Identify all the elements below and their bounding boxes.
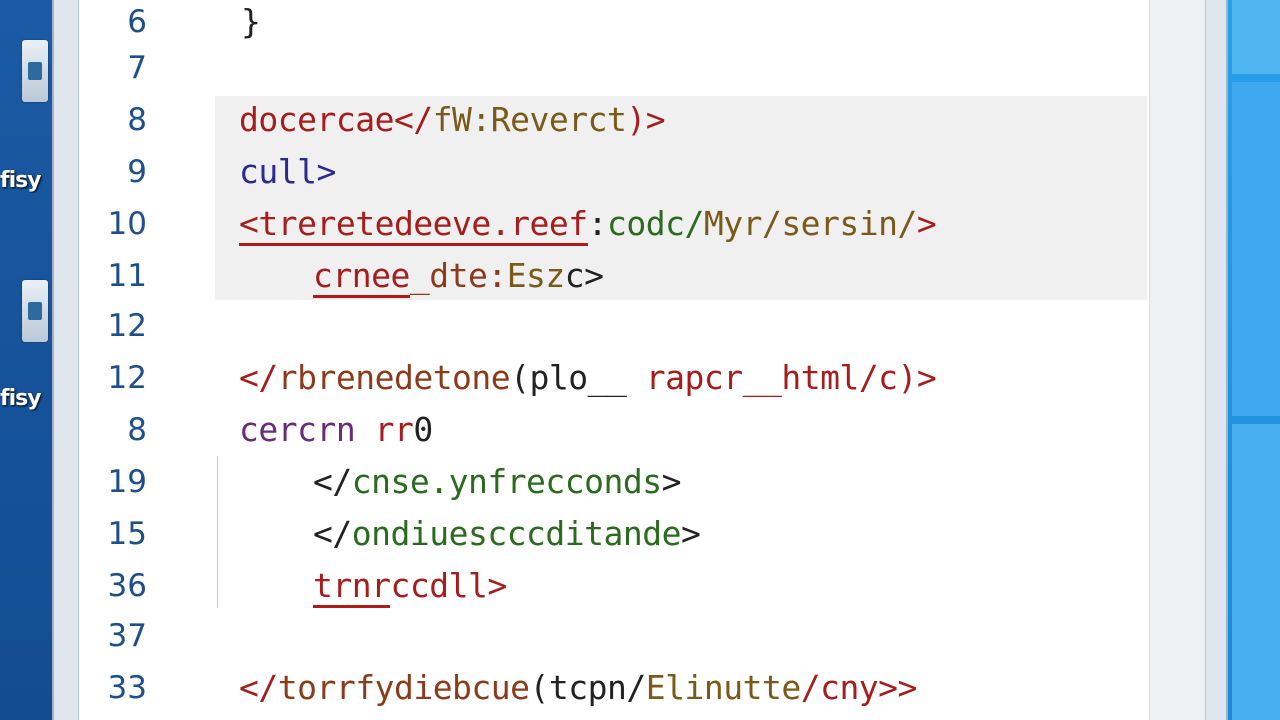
code-text: <treretedeeve.reef:codc/Myr/sersin/> (239, 202, 937, 246)
desktop-shortcut-1[interactable]: fisy (0, 40, 52, 193)
code-text: </rbrenedetone(plo__ rapcr__html/c)> (239, 356, 937, 400)
code-token: <treretedeeve.reef (239, 204, 588, 246)
line-number: 19 (107, 464, 147, 500)
code-token: > (681, 514, 701, 553)
code-token: c> (564, 256, 604, 295)
shortcut-label: fisy (0, 386, 42, 411)
line-number: 33 (107, 670, 147, 706)
code-token: _dte: (409, 256, 507, 295)
line-number: 6 (127, 4, 147, 40)
code-token: html/c)> (781, 358, 937, 397)
line-number: 12 (107, 360, 147, 396)
code-token: ccdll> (390, 566, 507, 605)
code-line[interactable]: 8 cercrn rr0 (79, 408, 1151, 460)
code-text: } (241, 0, 261, 44)
code-token: (tcpn/ (529, 668, 647, 707)
windows-logo-pane-icon (1232, 0, 1280, 74)
line-number: 37 (107, 618, 147, 654)
shortcut-tile-icon (22, 280, 48, 342)
code-text: crnee_dte:Eszc> (313, 254, 604, 298)
code-token: Myr/sersin/ (703, 204, 918, 243)
code-line[interactable]: 6} (79, 0, 1151, 52)
line-number: 36 (107, 568, 147, 604)
code-token: codc/ (607, 204, 704, 243)
code-token: (plo__ (510, 358, 627, 397)
code-token: trnr (313, 566, 391, 608)
desktop-shortcut-2[interactable]: fisy (0, 280, 52, 411)
code-token: )> (626, 100, 666, 139)
vertical-scrollbar[interactable] (1149, 0, 1205, 720)
code-token: > (661, 462, 682, 501)
code-line[interactable]: 12 </rbrenedetone(plo__ rapcr__html/c)> (79, 356, 1151, 408)
code-token: rbrenedetone (277, 358, 511, 397)
line-number: 15 (107, 516, 147, 552)
desktop-left-area: fisy fisy (0, 0, 52, 720)
line-number: 8 (127, 412, 147, 448)
code-text: </cnse.ynfrecconds> (313, 460, 682, 504)
code-text: cull> (239, 150, 336, 194)
code-line[interactable]: 36 trnrccdll> (79, 564, 1151, 616)
windows-logo-pane-icon (1232, 424, 1280, 720)
code-token: </ (239, 668, 278, 707)
selection-highlight (215, 96, 1147, 300)
code-token: docercae</ (239, 100, 433, 139)
code-token: fW:Reverct (432, 100, 627, 139)
indent-guide (217, 456, 218, 608)
code-token: > (916, 204, 937, 243)
code-line[interactable]: 8 docercae</fW:Reverct)> (79, 98, 1151, 150)
code-token: 0 (413, 410, 433, 449)
code-token: </ (313, 462, 352, 501)
code-token: rr (374, 410, 414, 449)
code-token: } (241, 2, 261, 41)
code-line[interactable]: 33 </torrfydiebcue(tcpn/Elinutte/cny>> (79, 666, 1151, 718)
code-token: rapcr__ (626, 358, 782, 397)
code-token: : (587, 204, 608, 243)
code-token: </ (239, 358, 278, 397)
code-line[interactable]: 15 </ondiuescccditande> (79, 512, 1151, 564)
windows-logo-pane-icon (1232, 82, 1280, 416)
code-token: torrfydiebcue (277, 668, 530, 707)
code-line[interactable]: 10 <treretedeeve.reef:codc/Myr/sersin/> (79, 202, 1151, 254)
code-text: trnrccdll> (313, 564, 507, 608)
code-token: cercrn (239, 410, 375, 449)
line-number: 9 (127, 154, 147, 190)
code-text: </ondiuescccditande> (313, 512, 701, 556)
code-token: Elinutte (645, 668, 801, 707)
code-line[interactable]: 11 crnee_dte:Eszc> (79, 254, 1151, 306)
code-text: docercae</fW:Reverct)> (239, 98, 666, 142)
code-token: </ (313, 514, 352, 553)
line-number: 11 (107, 258, 147, 294)
line-number: 12 (107, 308, 147, 344)
code-token: Esz (506, 256, 566, 295)
code-text: </torrfydiebcue(tcpn/Elinutte/cny>> (239, 666, 917, 710)
line-number: 8 (127, 102, 147, 138)
line-number: 7 (127, 50, 147, 86)
line-number: 10 (107, 206, 147, 242)
code-token: crnee (313, 256, 410, 298)
code-text: cercrn rr0 (239, 408, 433, 452)
shortcut-tile-icon (22, 40, 48, 102)
code-token: cull> (239, 152, 336, 191)
code-token: cnse.ynfrecconds (351, 462, 662, 501)
code-line[interactable]: 7 (79, 46, 1151, 98)
code-line[interactable]: 37 (79, 614, 1151, 666)
code-line[interactable]: 9 cull> (79, 150, 1151, 202)
desktop-right-area (1228, 0, 1280, 720)
code-line[interactable]: 19 </cnse.ynfrecconds> (79, 460, 1151, 512)
code-token: ondiuescccditande (351, 514, 682, 553)
shortcut-label: fisy (0, 168, 42, 193)
code-token: /cny>> (800, 668, 918, 707)
code-line[interactable]: 12 (79, 304, 1151, 356)
